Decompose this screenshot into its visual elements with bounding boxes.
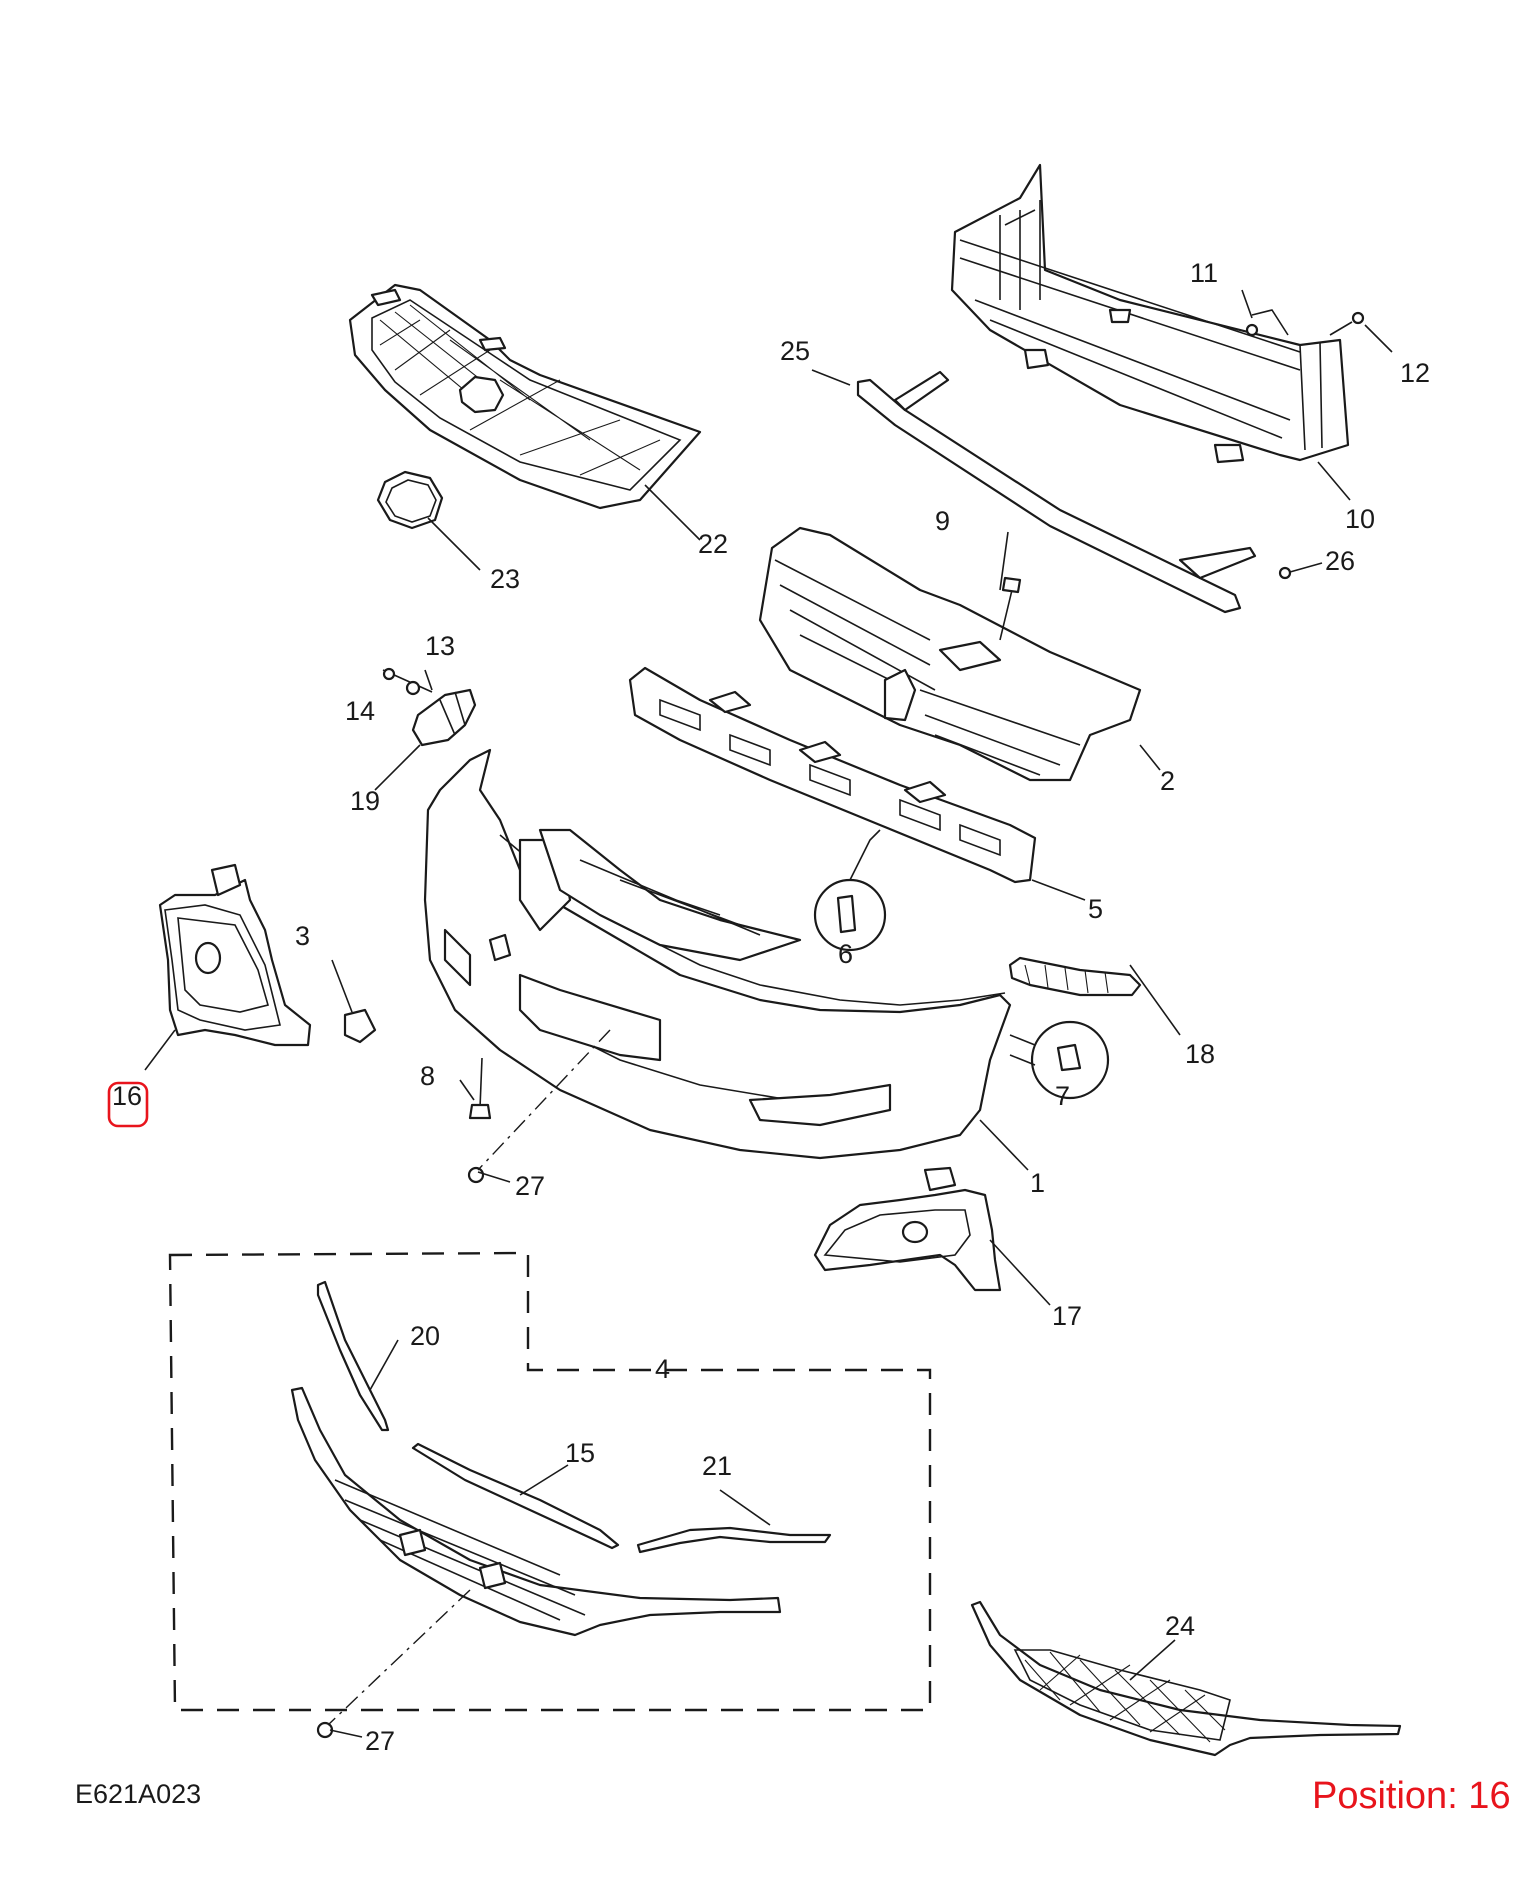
callout-2: 2 <box>1160 766 1175 796</box>
callout-27-upper: 27 <box>515 1171 545 1201</box>
part-27-clip-upper <box>467 1166 485 1184</box>
part-13-nut <box>405 680 421 696</box>
callout-5: 5 <box>1088 894 1103 924</box>
assembly-lines <box>327 1029 611 1726</box>
callout-labels: 1 2 3 4 5 6 7 8 9 10 11 12 13 14 15 16 1… <box>112 258 1430 1756</box>
callout-8: 8 <box>420 1061 435 1091</box>
callout-24: 24 <box>1165 1611 1195 1641</box>
callout-25: 25 <box>780 336 810 366</box>
callout-9: 9 <box>935 506 950 536</box>
callout-18: 18 <box>1185 1039 1215 1069</box>
callout-27-lower: 27 <box>365 1726 395 1756</box>
part-8-screw <box>468 1057 492 1120</box>
part-4-group-boundary <box>168 1251 932 1712</box>
callout-12: 12 <box>1400 358 1430 388</box>
callout-15: 15 <box>565 1438 595 1468</box>
callout-7: 7 <box>1055 1081 1070 1111</box>
part-19-mounting-bracket <box>411 688 477 747</box>
part-10-bumper-beam <box>950 163 1350 464</box>
part-9-screw <box>999 576 1022 641</box>
callout-19: 19 <box>350 786 380 816</box>
part-18-bumper-bracket <box>1008 956 1142 997</box>
part-6-clip-detail <box>813 829 887 952</box>
leader-lines <box>144 289 1393 1738</box>
part-17-right-fog-bezel <box>813 1166 1002 1292</box>
callout-10: 10 <box>1345 504 1375 534</box>
part-1-bumper-cover <box>423 748 1012 1160</box>
part-25-absorber-strip <box>856 370 1257 614</box>
part-22-upper-grille <box>348 283 702 510</box>
part-3-tow-hook-cover <box>343 1008 377 1044</box>
position-label: Position: 16 <box>1312 1775 1511 1817</box>
part-12-screw <box>1329 311 1365 336</box>
part-23-grille-badge <box>376 470 444 530</box>
callout-6: 6 <box>838 939 853 969</box>
lower-grille-assembly <box>290 1386 782 1637</box>
part-27-clip-lower <box>316 1721 334 1739</box>
part-11-screw <box>1245 309 1289 337</box>
callout-1: 1 <box>1030 1168 1045 1198</box>
part-24-lower-mesh-grille <box>970 1600 1402 1757</box>
part-21-trim-strip <box>636 1526 832 1554</box>
callout-11: 11 <box>1190 258 1218 288</box>
callout-26: 26 <box>1325 546 1355 576</box>
part-2-grille-frame <box>758 526 1142 782</box>
part-20-trim-strip <box>316 1280 390 1432</box>
drawing-code: E621A023 <box>75 1779 201 1809</box>
part-7-clip-detail <box>1009 1020 1110 1100</box>
part-5-support-rail <box>628 666 1037 884</box>
callout-23: 23 <box>490 564 520 594</box>
part-16-left-fog-bezel <box>158 863 312 1047</box>
callout-13: 13 <box>425 631 455 661</box>
callout-3: 3 <box>295 921 310 951</box>
part-14-bolt <box>382 667 433 693</box>
part-26-nut <box>1278 566 1292 580</box>
callout-4: 4 <box>655 1354 670 1384</box>
callout-16: 16 <box>112 1081 142 1111</box>
callout-22: 22 <box>698 529 728 559</box>
callout-14: 14 <box>345 696 375 726</box>
callout-20: 20 <box>410 1321 440 1351</box>
callout-17: 17 <box>1052 1301 1082 1331</box>
part-15-trim-strip <box>411 1442 620 1550</box>
position-highlight-marker <box>107 1081 149 1128</box>
callout-21: 21 <box>702 1451 732 1481</box>
